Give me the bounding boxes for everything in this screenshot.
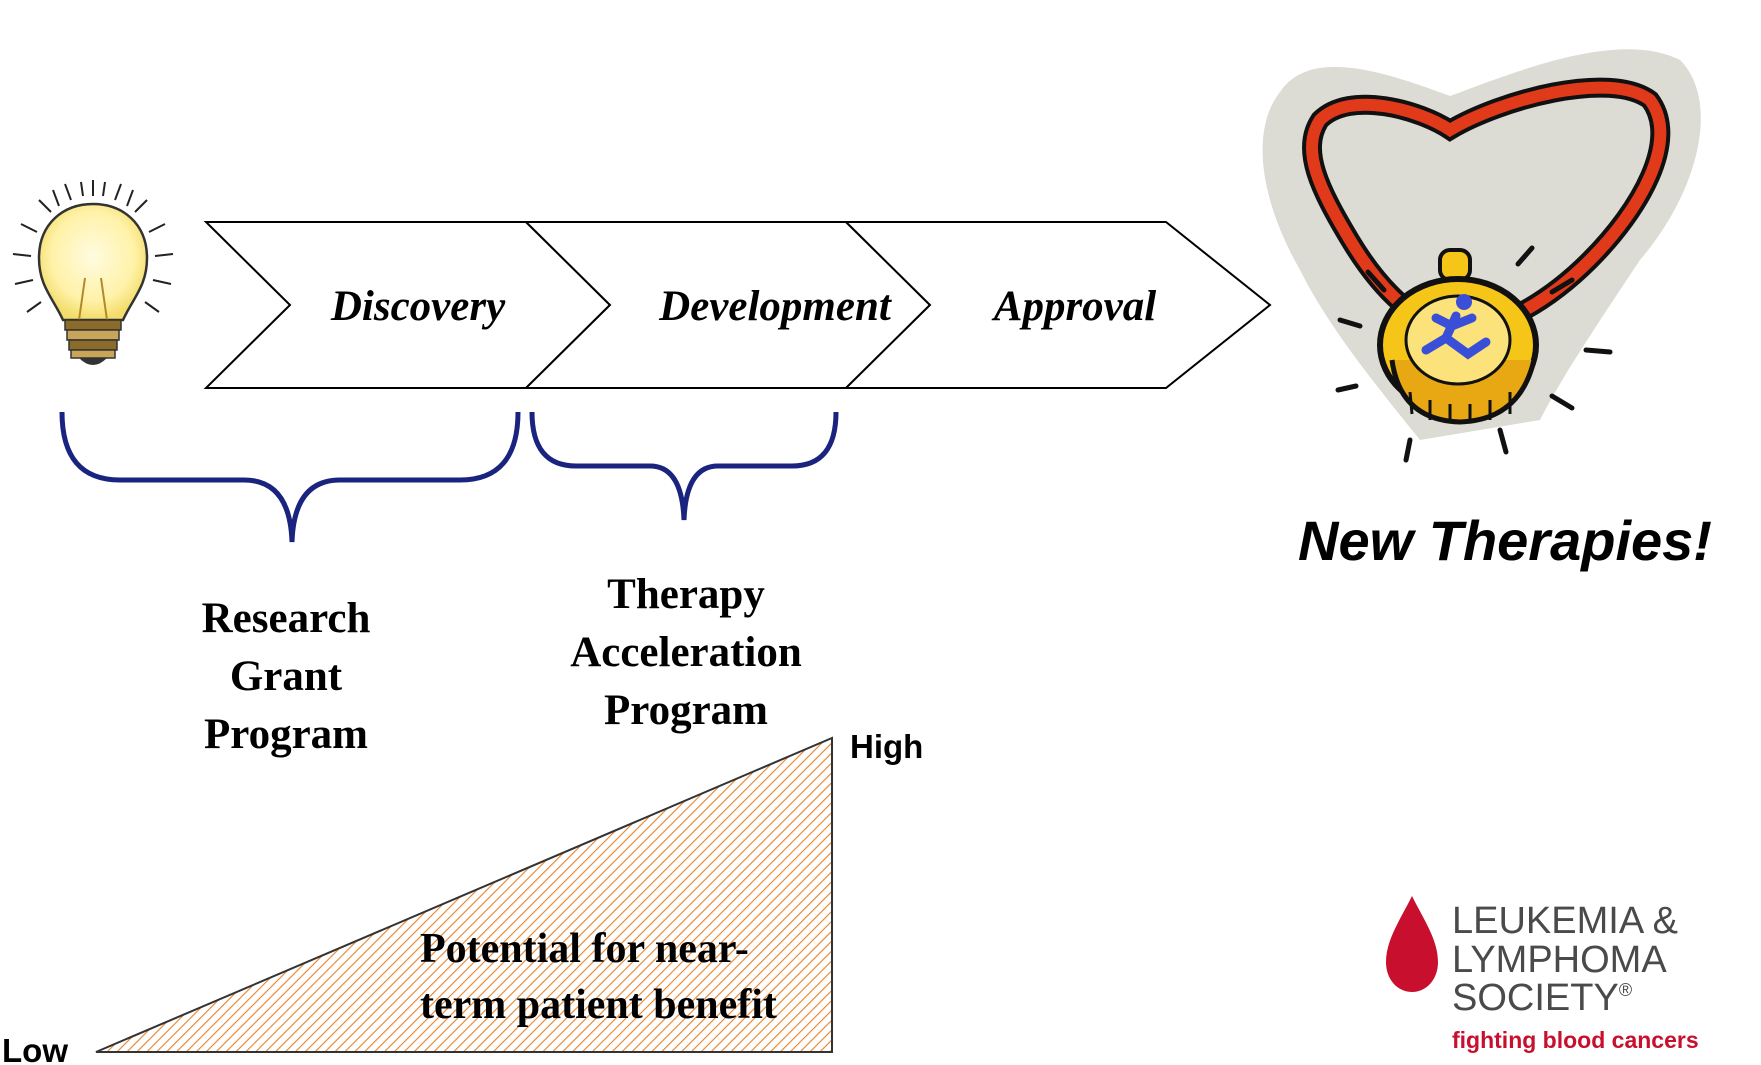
logo-line3: SOCIETY®	[1452, 977, 1632, 1019]
research-grant-label-line3: Program	[204, 711, 368, 758]
therapy-acceleration-label-line1: Therapy	[607, 571, 765, 618]
stage-discovery-label: Discovery	[330, 283, 506, 330]
scale-high-label: High	[850, 728, 923, 765]
new-therapies-label: New Therapies!	[1298, 509, 1712, 572]
stage-development-label: Development	[658, 283, 893, 330]
logo-line1: LEUKEMIA &	[1452, 900, 1678, 942]
medal-icon	[1262, 49, 1701, 463]
stage-approval-label: Approval	[991, 283, 1157, 330]
scale-low-label: Low	[2, 1032, 68, 1065]
therapy-acceleration-brace	[529, 411, 839, 521]
blood-drop-icon	[1386, 896, 1438, 992]
research-grant-label-line1: Research	[202, 595, 371, 642]
benefit-wedge	[95, 736, 833, 1053]
logo-line2: LYMPHOMA	[1452, 939, 1667, 981]
benefit-label-line2: term patient benefit	[420, 982, 777, 1028]
stage-approval-chevron	[843, 221, 1272, 389]
therapy-acceleration-label-line3: Program	[604, 687, 768, 734]
lls-logo: LEUKEMIA & LYMPHOMA SOCIETY® fighting bl…	[1386, 896, 1699, 1053]
lightbulb-icon	[12, 180, 174, 365]
research-grant-label-line2: Grant	[230, 653, 343, 700]
benefit-label-line1: Potential for near-	[420, 926, 749, 972]
logo-tagline: fighting blood cancers	[1452, 1027, 1699, 1053]
research-grant-brace	[59, 411, 521, 543]
therapy-acceleration-label-line2: Acceleration	[570, 629, 802, 676]
